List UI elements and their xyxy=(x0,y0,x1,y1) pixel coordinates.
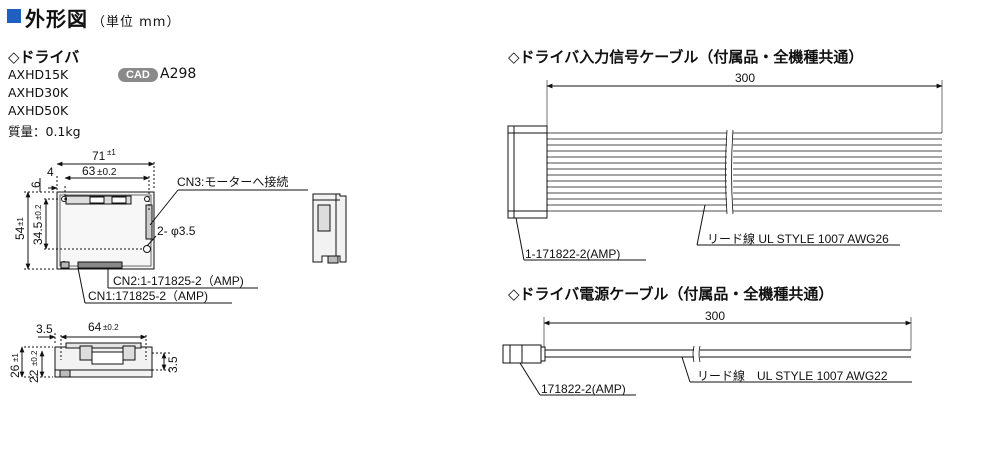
input-cable-wire-label: リード線 UL STYLE 1007 AWG26 xyxy=(707,231,889,246)
power-cable-heading: ◇ドライバ電源ケーブル（付属品・全機種共通） xyxy=(508,285,834,303)
dim-side-height-inner: 22 xyxy=(27,369,41,383)
input-cable-length: 300 xyxy=(735,71,755,85)
cn2-label: CN2:1-171825-2（AMP) xyxy=(113,274,244,288)
dim-side-height-inner-tol: ±0.2 xyxy=(30,350,39,366)
dim-left-offset: 4 xyxy=(47,165,54,179)
dim-side-right: 3.5 xyxy=(166,356,180,373)
cn3-label: CN3:モーターへ接続 xyxy=(177,174,288,189)
dim-height-outer-tol: ±1 xyxy=(16,217,25,226)
mass-label: 質量：0.1kg xyxy=(8,124,81,139)
cad-badge[interactable]: CAD xyxy=(118,68,158,82)
dim-height-outer: 54 xyxy=(13,226,27,240)
dim-top-offset: 6 xyxy=(29,181,43,188)
dim-width-outer: 71 xyxy=(92,149,106,163)
dim-width-outer-tol: ±1 xyxy=(107,148,116,157)
input-cable-heading: ◇ドライバ入力信号ケーブル（付属品・全機種共通） xyxy=(508,48,864,66)
driver-bottom-view xyxy=(19,333,170,378)
dim-height-inner-tol: ±0.2 xyxy=(34,204,43,220)
unit-note: （単位 mm） xyxy=(92,15,181,30)
driver-heading: ◇ドライバ xyxy=(8,48,80,66)
driver-side-view xyxy=(312,193,347,264)
input-cable-drawing xyxy=(507,80,943,261)
cn1-label: CN1:171825-2（AMP) xyxy=(88,289,208,303)
input-cable-connector-label: 1-171822-2(AMP) xyxy=(525,247,620,261)
hole-label: 2- φ3.5 xyxy=(157,224,196,238)
title-accent-square xyxy=(7,9,21,23)
dim-side-left: 3.5 xyxy=(36,322,53,336)
driver-front-view xyxy=(24,161,308,304)
dim-side-height-outer: 26 xyxy=(8,364,22,378)
dim-height-inner: 34.5 xyxy=(31,221,45,245)
cad-code[interactable]: A298 xyxy=(160,66,197,82)
model-name: AXHD30K xyxy=(8,85,69,100)
power-cable-connector-label: 171822-2(AMP) xyxy=(541,382,626,396)
power-cable-length: 300 xyxy=(705,309,725,323)
power-cable-wire-label: リード線 UL STYLE 1007 AWG22 xyxy=(697,368,888,383)
dim-width-inner: 63 xyxy=(82,164,96,178)
dim-width-inner-tol: ±0.2 xyxy=(97,167,117,178)
page-title-text: 外形図 xyxy=(25,7,88,31)
dim-side-height-outer-tol: ±1 xyxy=(11,353,20,362)
model-name: AXHD50K xyxy=(8,103,69,118)
power-cable-drawing xyxy=(502,317,912,396)
model-name: AXHD15K xyxy=(8,67,69,82)
dim-side-width-tol: ±0.2 xyxy=(103,323,119,332)
dim-side-width: 64 xyxy=(88,320,102,334)
page-title: 外形図 （単位 mm） xyxy=(25,3,180,32)
